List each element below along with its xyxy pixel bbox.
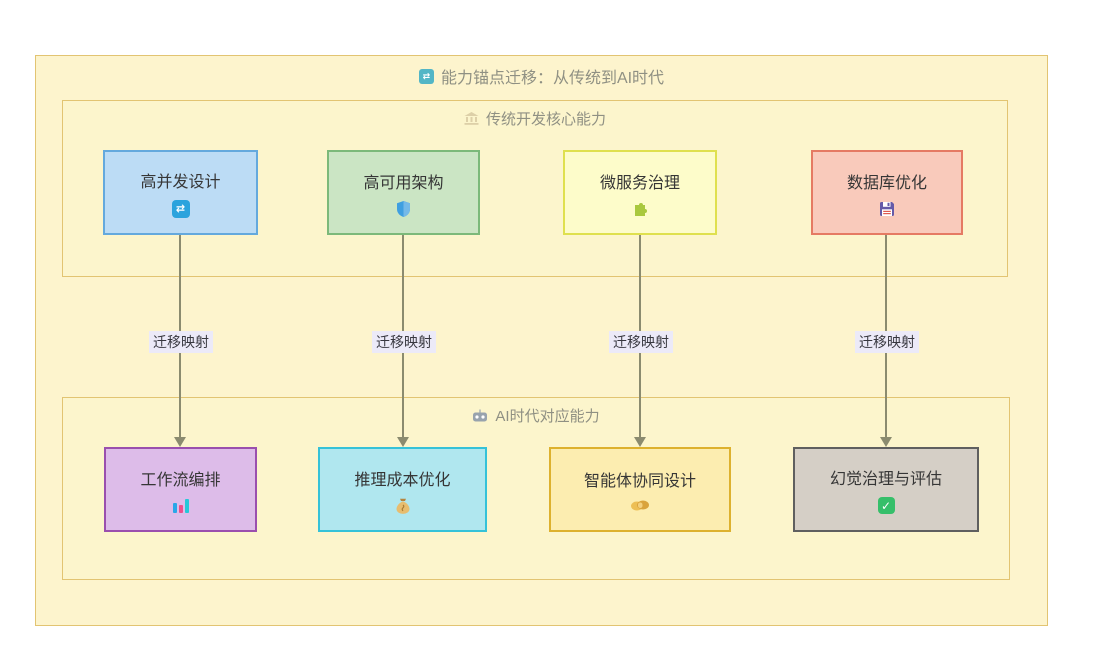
node-label: 幻觉治理与评估	[829, 471, 942, 488]
arrowhead-icon	[880, 437, 892, 447]
shield-icon	[397, 200, 410, 217]
node-label: 推理成本优化	[354, 471, 451, 489]
edge-label: 迁移映射	[855, 331, 919, 353]
section-traditional-title: 传统开发核心能力	[63, 108, 1007, 129]
node-label: 微服务治理	[599, 174, 680, 192]
cycle-arrows-icon: ⇄	[418, 68, 434, 84]
diagram-title: ⇄ 能力锚点迁移：从传统到AI时代	[36, 64, 1047, 88]
node-database-optimization: 数据库优化	[811, 150, 963, 235]
node-label: 高可用架构	[363, 174, 444, 192]
arrowhead-icon	[174, 437, 186, 447]
node-label: 智能体协同设计	[583, 473, 696, 490]
robot-icon	[472, 409, 488, 422]
section-traditional-title-text: 传统开发核心能力	[485, 111, 606, 128]
node-label: 高并发设计	[140, 173, 221, 191]
node-high-concurrency-design: 高并发设计 ⇄	[103, 150, 258, 235]
section-ai-title-text: AI时代对应能力	[495, 408, 600, 425]
handshake-icon	[630, 499, 650, 512]
classical-building-icon	[464, 112, 479, 125]
node-inference-cost-optimization: 推理成本优化	[318, 447, 487, 532]
node-agent-collaborative-design: 智能体协同设计	[549, 447, 731, 532]
node-hallucination-governance-evaluation: 幻觉治理与评估 ✓	[793, 447, 979, 532]
arrowhead-icon	[397, 437, 409, 447]
node-microservice-governance: 微服务治理	[563, 150, 717, 235]
money-bag-icon	[396, 498, 410, 514]
node-label: 工作流编排	[140, 472, 221, 489]
node-workflow-orchestration: 工作流编排	[104, 447, 257, 532]
puzzle-piece-icon	[632, 201, 648, 217]
floppy-disk-icon	[879, 201, 895, 217]
edge-label: 迁移映射	[149, 331, 213, 353]
edge-label: 迁移映射	[372, 331, 436, 353]
bar-chart-icon	[172, 498, 189, 513]
edge-label: 迁移映射	[609, 331, 673, 353]
node-high-availability-architecture: 高可用架构	[327, 150, 480, 235]
arrowhead-icon	[634, 437, 646, 447]
node-label: 数据库优化	[846, 174, 927, 192]
section-ai-title: AI时代对应能力	[63, 405, 1009, 426]
cycle-arrows-icon: ⇄	[171, 199, 190, 218]
diagram-title-text: 能力锚点迁移：从传统到AI时代	[440, 70, 665, 87]
check-mark-icon: ✓	[877, 497, 895, 514]
